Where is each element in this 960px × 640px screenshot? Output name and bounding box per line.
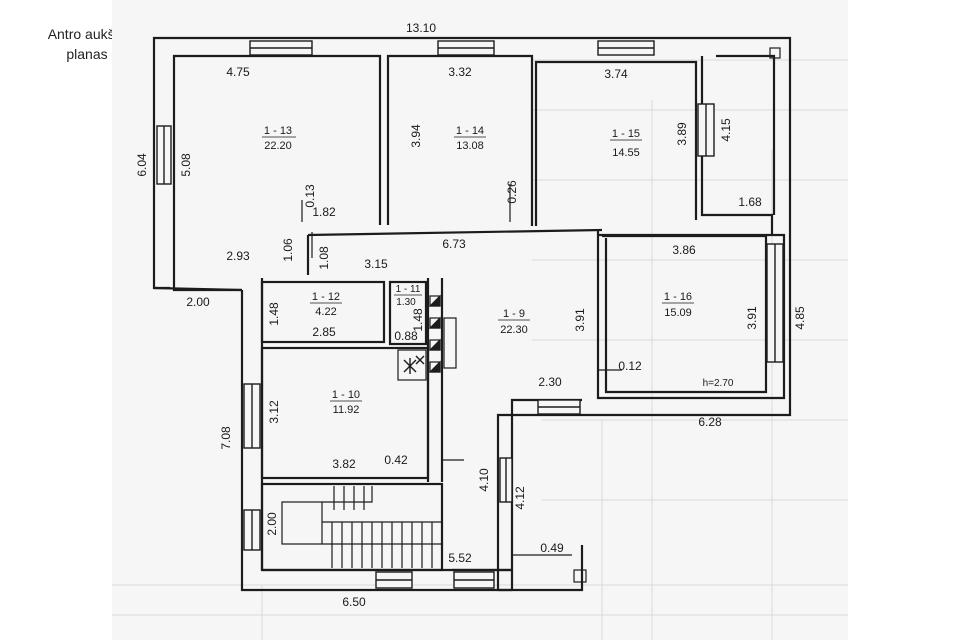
dim-r11-bottom: 0.88 [394, 329, 418, 343]
dim-r10-wall: 0.42 [384, 453, 408, 467]
vertical-dimension-labels: 6.04 5.08 3.94 3.89 4.15 0.13 0.26 1.06 … [135, 118, 807, 536]
dim-corridor-width: 6.73 [442, 237, 466, 251]
dimension-labels: 13.10 4.75 3.32 3.74 1.82 2.93 1.68 6.73… [186, 21, 762, 609]
room-area-10: 11.92 [333, 404, 360, 416]
dim-porch-outer: 4.10 [477, 468, 491, 492]
room-labels: 1 - 13 22.20 1 - 14 13.08 1 - 15 14.55 1… [262, 125, 734, 416]
room-area-14: 13.08 [456, 140, 484, 152]
plan-caption: Antro aukšto planas [22, 24, 152, 64]
room-area-15: 14.55 [612, 147, 640, 159]
room-label-13: 1 - 13 [264, 125, 292, 137]
dim-r16-top: 3.86 [672, 243, 696, 257]
windows [156, 40, 784, 589]
dim-stair-length: 5.52 [448, 551, 472, 565]
caption-line-1: Antro aukšto [47, 26, 127, 42]
dim-r13-step: 1.06 [281, 238, 295, 262]
floor-plan-drawing: 1 - 13 22.20 1 - 14 13.08 1 - 15 14.55 1… [112, 21, 848, 640]
dim-r13-bottom: 1.82 [312, 205, 336, 219]
dim-r10-bottom: 3.82 [332, 457, 356, 471]
room-area-11: 1.30 [396, 297, 416, 308]
dim-r13-door: 0.13 [303, 184, 317, 208]
dim-right-outer: 4.85 [793, 306, 807, 330]
dim-left-outer: 6.04 [135, 153, 149, 177]
dim-corridor-step: 1.08 [317, 246, 331, 270]
dim-stair-width: 2.00 [265, 512, 279, 536]
caption-line-2: planas [66, 46, 108, 62]
porch-post [573, 569, 587, 583]
corner-post [769, 47, 781, 59]
dim-r12-left: 1.48 [267, 302, 281, 326]
dim-partition: 0.12 [618, 359, 642, 373]
room-label-16: 1 - 16 [664, 291, 692, 303]
dim-porch-wall: 0.49 [540, 541, 564, 555]
dim-r15-right: 3.89 [675, 122, 689, 146]
dim-r13-corner: 2.93 [226, 249, 250, 263]
gas-symbol-icon [403, 355, 425, 374]
room-area-9: 22.30 [500, 324, 528, 336]
dim-hall-bottom: 2.30 [538, 375, 562, 389]
dim-r16-right: 3.91 [745, 306, 759, 330]
walls [152, 36, 792, 592]
room-label-9: 1 - 9 [503, 308, 525, 320]
dim-r13-top: 4.75 [226, 65, 250, 79]
plan-paper-sheet: 1 - 13 22.20 1 - 14 13.08 1 - 15 14.55 1… [112, 0, 848, 640]
chimney-ducts [397, 294, 457, 381]
dim-right-ledge: 1.68 [738, 195, 762, 209]
dim-porch-inner: 4.12 [513, 486, 527, 510]
staircase [281, 486, 442, 568]
dim-hall-right: 3.91 [573, 308, 587, 332]
dim-bottom: 6.50 [342, 595, 366, 609]
room-label-12: 1 - 12 [312, 291, 340, 303]
ceiling-height-note: h=2.70 [703, 378, 734, 389]
room-label-14: 1 - 14 [456, 125, 484, 137]
dim-left-ledge: 2.00 [186, 295, 210, 309]
dim-r11-side: 1.48 [411, 308, 425, 332]
dim-overall-top: 13.10 [406, 21, 436, 35]
dim-hall: 3.15 [364, 257, 388, 271]
dim-r10-left: 3.12 [267, 400, 281, 424]
room-label-15: 1 - 15 [612, 128, 640, 140]
room-label-11: 1 - 11 [396, 284, 421, 295]
dim-r12-bottom: 2.85 [312, 325, 336, 339]
dim-r15-top: 3.74 [604, 67, 628, 81]
room-area-12: 4.22 [315, 306, 336, 318]
room-area-13: 22.20 [264, 140, 292, 152]
dim-r14-top: 3.32 [448, 65, 472, 79]
dim-r14-left: 3.94 [409, 124, 423, 148]
room-label-10: 1 - 10 [332, 389, 360, 401]
dim-left-lower: 7.08 [219, 426, 233, 450]
dim-r13-left: 5.08 [179, 153, 193, 177]
room-area-16: 15.09 [664, 307, 692, 319]
dim-right-upper: 4.15 [719, 118, 733, 142]
dim-r14-door: 0.26 [505, 180, 519, 204]
dimension-arrows [301, 184, 622, 556]
dim-r16-bottom: 6.28 [698, 415, 722, 429]
